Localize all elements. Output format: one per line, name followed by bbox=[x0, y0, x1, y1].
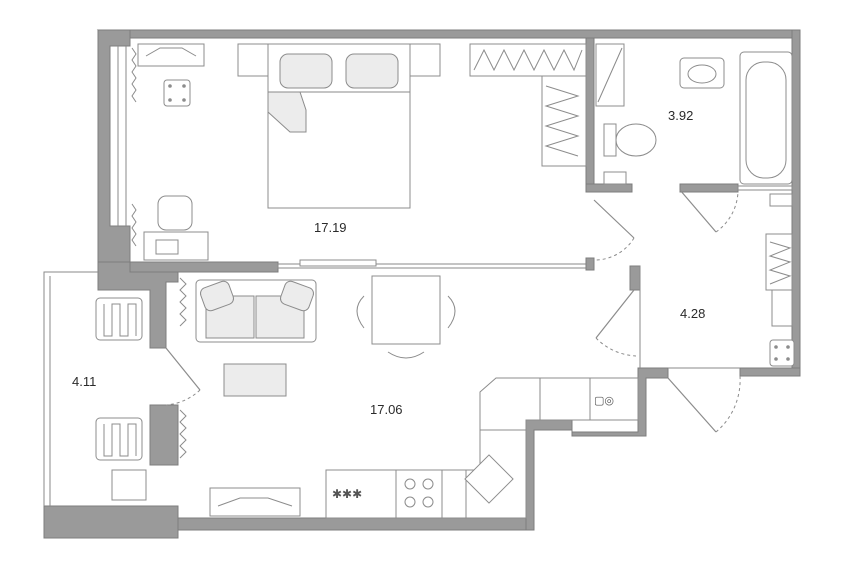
entrance-door-arc bbox=[715, 375, 741, 433]
bathroom-door-leaf bbox=[679, 189, 717, 233]
fridge-marks: ✱✱✱ bbox=[332, 487, 362, 501]
dining-table bbox=[371, 275, 441, 345]
hall-door-leaf bbox=[595, 289, 635, 339]
hall-door-arc bbox=[595, 337, 637, 357]
wall-bath-bottom-right bbox=[679, 183, 739, 193]
counter-fridge bbox=[325, 469, 397, 519]
bedroom: 17.19 bbox=[131, 43, 635, 267]
nightstand-right bbox=[409, 43, 441, 77]
inner-lines bbox=[639, 266, 740, 369]
dining-chair-right bbox=[447, 295, 456, 329]
bedroom-stool bbox=[163, 79, 191, 107]
room-area-bathroom: 3.92 bbox=[668, 108, 693, 123]
desk-chair bbox=[157, 195, 193, 231]
wall-hall-stub bbox=[629, 265, 641, 291]
sink bbox=[464, 454, 514, 504]
tv-stand bbox=[299, 259, 377, 267]
loggia-door-leaf bbox=[165, 347, 201, 391]
loggia-table bbox=[111, 469, 147, 501]
shelf-detail bbox=[145, 47, 197, 57]
sofa-cushion-left bbox=[199, 280, 235, 312]
wardrobe-hangers bbox=[473, 48, 583, 72]
loggia-chair-bottom bbox=[95, 417, 143, 461]
room-area-kitchen-living: 17.06 bbox=[370, 402, 403, 417]
toilet-bowl bbox=[615, 123, 657, 157]
hall-wardrobe-hangers bbox=[768, 241, 792, 285]
tv-bench bbox=[209, 487, 301, 517]
washbasin-bowl bbox=[687, 64, 717, 84]
dining-chair-left bbox=[356, 295, 365, 329]
coffee-table bbox=[223, 363, 287, 397]
entrance-door-leaf bbox=[667, 377, 717, 433]
tv-bench-detail bbox=[217, 497, 293, 507]
loggia-chair-bottom-slats bbox=[103, 423, 137, 457]
wall-partition-bed-living bbox=[129, 261, 279, 273]
room-area-bedroom: 17.19 bbox=[314, 220, 347, 235]
wall-bottom-left bbox=[43, 505, 179, 539]
wardrobe bbox=[469, 43, 587, 167]
sofa-cushion-right bbox=[279, 280, 315, 312]
stove-burners bbox=[404, 478, 434, 508]
bed-pillow-right bbox=[345, 53, 399, 89]
wall-right-bottom bbox=[739, 367, 801, 377]
curtain-left-bottom bbox=[131, 203, 137, 247]
stove bbox=[395, 469, 443, 519]
room-area-hallway: 4.28 bbox=[680, 306, 705, 321]
room-area-loggia: 4.11 bbox=[72, 374, 96, 389]
wardrobe-column bbox=[541, 75, 587, 167]
washing-machine-symbol: ▢◎ bbox=[594, 394, 614, 407]
toilet-tank bbox=[603, 123, 617, 157]
bathtub-inner bbox=[745, 61, 787, 179]
shower-diagonal bbox=[597, 47, 623, 103]
wall-partition-stub bbox=[585, 257, 595, 271]
counter-upper bbox=[479, 377, 591, 431]
wardrobe-column-hangers bbox=[544, 85, 580, 157]
bathroom-door-arc bbox=[715, 191, 739, 233]
wall-right bbox=[791, 29, 801, 377]
wall-bottom bbox=[177, 517, 535, 531]
bathroom: 3.92 bbox=[595, 43, 793, 233]
living-curtain-top bbox=[179, 277, 187, 327]
hallway: 4.28 bbox=[595, 193, 795, 433]
loggia-outline bbox=[43, 271, 98, 506]
kitchen-living: ✱✱✱ ▢◎ 17.06 bbox=[179, 275, 639, 519]
bed-pillow-left bbox=[279, 53, 333, 89]
bath-socket bbox=[603, 171, 627, 185]
loggia-chair-top bbox=[95, 297, 143, 341]
wall-top bbox=[96, 29, 801, 39]
loggia: 4.11 bbox=[72, 297, 201, 501]
hall-pouf bbox=[769, 339, 795, 367]
pouf-dots bbox=[774, 345, 790, 361]
counter-mid bbox=[441, 469, 467, 519]
wall-left-upper bbox=[97, 29, 131, 271]
shelf bbox=[137, 43, 205, 67]
dining-chair-bottom bbox=[387, 351, 425, 359]
wall-bath-bottom bbox=[585, 183, 633, 193]
curtain-left-top bbox=[131, 47, 137, 103]
loggia-door-arc bbox=[165, 389, 201, 406]
bedroom-door-arc bbox=[593, 237, 635, 261]
wall-bath-bottom-thin bbox=[737, 185, 793, 191]
living-curtain-bottom bbox=[179, 409, 187, 459]
nightstand-left bbox=[237, 43, 269, 77]
bedroom-door-leaf bbox=[593, 199, 635, 239]
desk-laptop bbox=[155, 239, 179, 255]
wall-left-lower bbox=[149, 404, 179, 466]
wall-bath-left bbox=[585, 37, 595, 189]
shoe-rack bbox=[771, 289, 793, 327]
loggia-chair-top-slats bbox=[103, 303, 137, 337]
hall-socket bbox=[769, 193, 793, 207]
stool-dots bbox=[168, 84, 186, 102]
washing-machine bbox=[589, 377, 639, 421]
wall-kitchen-step bbox=[525, 367, 669, 531]
